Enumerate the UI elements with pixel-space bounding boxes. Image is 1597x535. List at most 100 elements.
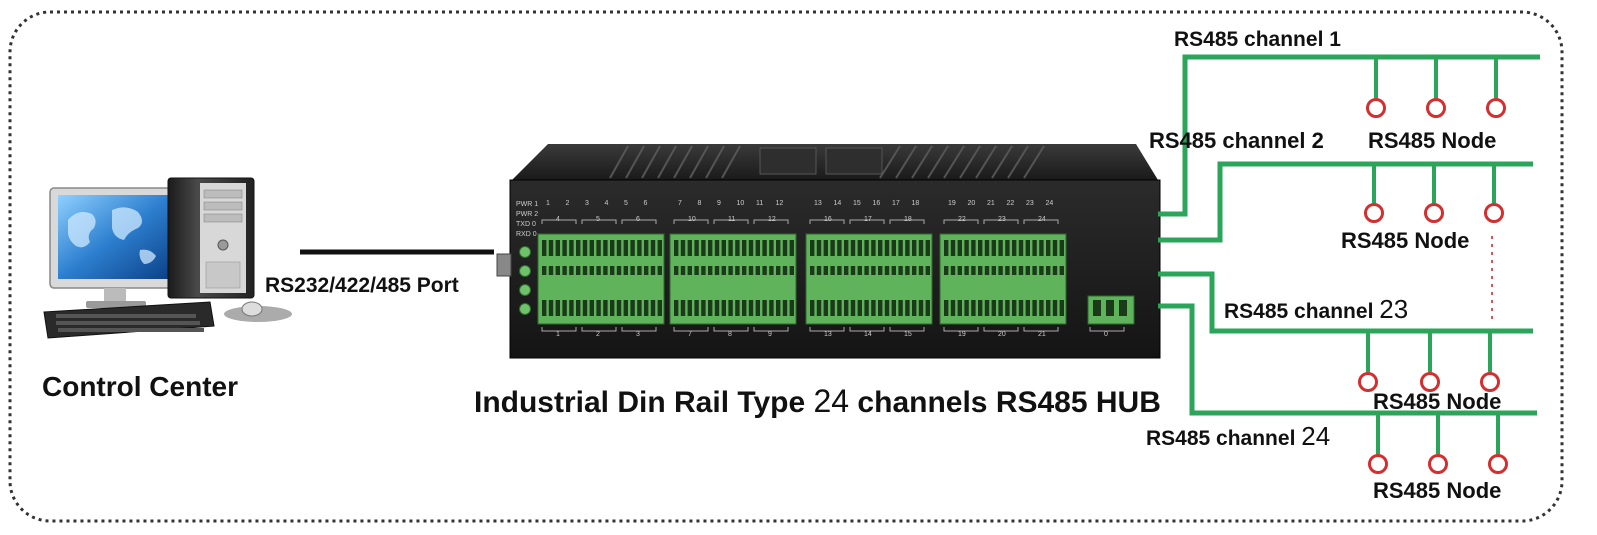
- channel-bracket-upper: [673, 219, 709, 224]
- bracket-number-upper: 16: [824, 216, 832, 223]
- terminal-screw: [755, 240, 760, 256]
- rs485-node-icon: [1364, 203, 1384, 223]
- terminal-screw: [1039, 240, 1044, 256]
- terminal-screw: [701, 266, 706, 275]
- led-label-pwr1: PWR 1: [516, 201, 538, 208]
- terminal-screw: [891, 240, 896, 256]
- channel-number-top: 6: [644, 200, 648, 207]
- terminal-screw: [864, 266, 869, 275]
- terminal-screw: [857, 266, 862, 275]
- terminal-screw: [998, 300, 1003, 316]
- terminal-screw: [1032, 266, 1037, 275]
- terminal-screw: [680, 240, 686, 256]
- terminal-screw: [650, 240, 656, 256]
- channel-number-top: 12: [776, 200, 784, 207]
- led-2: [519, 265, 531, 277]
- channel-24-label: RS485 channel 24: [1146, 421, 1330, 451]
- bracket-number-lower: 20: [998, 331, 1006, 338]
- channel-number-top: 11: [756, 200, 763, 207]
- terminal-screw: [755, 266, 760, 275]
- hub-heat-fins: [609, 145, 1045, 179]
- channel-2-label: RS485 channel 2: [1149, 128, 1324, 153]
- terminal-screw: [918, 240, 924, 256]
- terminal-screw: [610, 300, 615, 316]
- tower-power-button: [217, 239, 229, 251]
- terminal-screw: [918, 266, 924, 275]
- terminal-screw: [630, 240, 635, 256]
- terminal-screw: [837, 240, 842, 256]
- channel-24-bus: [1158, 303, 1537, 416]
- channel-number-top: 20: [968, 200, 976, 207]
- terminal-screw: [728, 266, 733, 275]
- terminal-screw: [857, 240, 862, 256]
- terminal-screw: [637, 300, 642, 316]
- channel-bracket-lower: [621, 327, 657, 332]
- terminal-screw: [623, 300, 628, 316]
- channel-number-top: 17: [892, 200, 900, 207]
- terminal-screw: [657, 266, 662, 275]
- channel-number-top: 9: [717, 200, 721, 207]
- channel-number-top: 15: [853, 200, 861, 207]
- terminal-screw: [748, 300, 754, 316]
- terminal-screw: [714, 240, 720, 256]
- terminal-screw: [1119, 300, 1127, 316]
- terminal-screw: [918, 300, 924, 316]
- terminal-screw: [589, 240, 594, 256]
- bracket-number-lower: 1: [556, 331, 560, 338]
- terminal-screw: [674, 300, 679, 316]
- terminal-screw: [830, 266, 835, 275]
- terminal-screw: [657, 300, 662, 316]
- channel-2-bus: [1158, 161, 1533, 243]
- terminal-screw: [610, 266, 615, 275]
- terminal-screw: [957, 266, 962, 275]
- terminal-screw: [816, 266, 822, 275]
- terminal-screw: [762, 240, 767, 256]
- terminal-screw: [630, 266, 635, 275]
- bracket-number-lower: 14: [864, 331, 872, 338]
- bracket-number-lower: 8: [728, 331, 732, 338]
- bracket-number-lower: 19: [958, 331, 966, 338]
- terminal-screw: [687, 300, 692, 316]
- terminal-screw: [769, 266, 774, 275]
- channel-bracket-lower: [983, 327, 1019, 332]
- monitor-neck: [104, 288, 126, 302]
- terminal-screw: [984, 266, 990, 275]
- channel-number-top: 10: [737, 200, 745, 207]
- terminal-screw: [680, 266, 686, 275]
- terminal-screw: [576, 240, 581, 256]
- terminal-screw: [844, 240, 849, 256]
- channel-bracket-lower: [1023, 327, 1059, 332]
- terminal-screw: [1039, 266, 1044, 275]
- terminal-screw: [650, 300, 656, 316]
- terminal-screw: [755, 300, 760, 316]
- terminal-screw: [1012, 266, 1017, 275]
- channel-bracket-lower: [581, 327, 617, 332]
- channel-1-bus: [1158, 54, 1540, 217]
- terminal-screw: [603, 300, 608, 316]
- terminal-screw: [687, 266, 692, 275]
- terminal-screw: [1025, 300, 1030, 316]
- terminal-screw: [878, 300, 883, 316]
- terminal-screw: [657, 240, 662, 256]
- channel-24-prefix: RS485 channel: [1146, 427, 1301, 450]
- mouse-icon: [241, 301, 263, 317]
- terminal-screw: [548, 300, 554, 316]
- terminal-screw: [582, 266, 588, 275]
- hub-terminal-blocks: [537, 233, 1135, 325]
- terminal-screw: [810, 300, 815, 316]
- terminal-screw: [782, 266, 788, 275]
- terminal-screw: [905, 266, 910, 275]
- terminal-screw: [735, 266, 740, 275]
- terminal-screw: [912, 240, 917, 256]
- terminal-screw: [1046, 300, 1051, 316]
- terminal-screw: [837, 266, 842, 275]
- channel-number-top: 7: [678, 200, 682, 207]
- keyboard: [43, 301, 215, 339]
- channel-bracket-upper: [943, 219, 979, 224]
- channel-number-top: 3: [585, 200, 589, 207]
- bracket-number-lower: 7: [688, 331, 692, 338]
- terminal-screw: [1025, 240, 1030, 256]
- terminal-screw: [905, 240, 910, 256]
